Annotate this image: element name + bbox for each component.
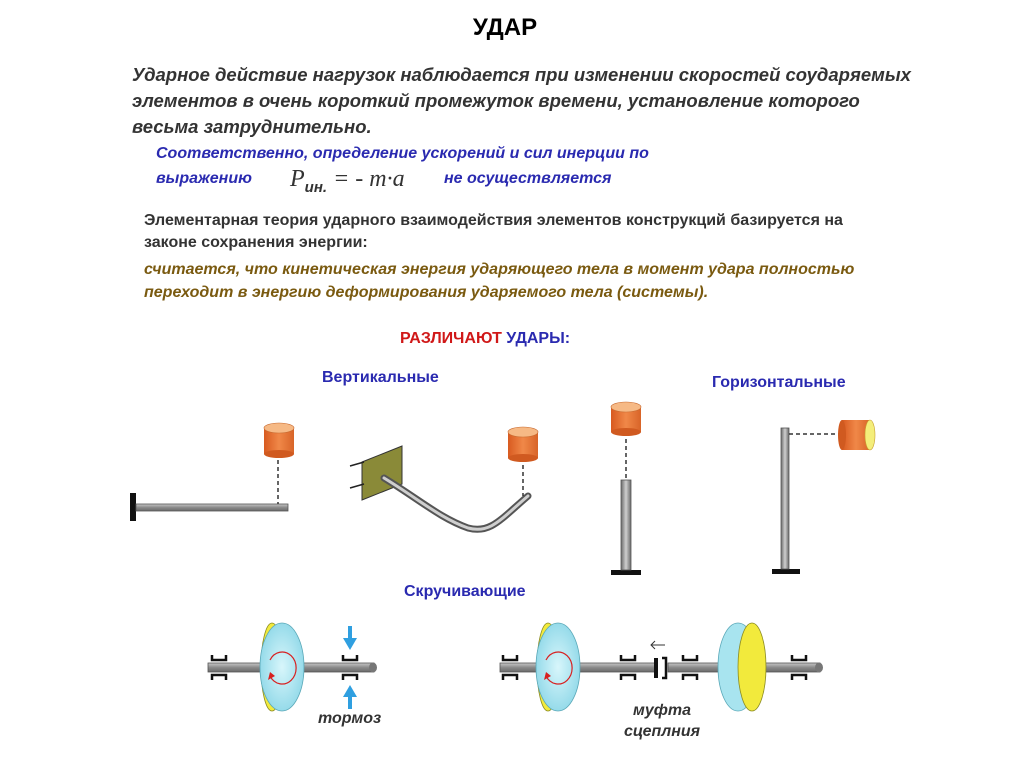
label-clutch-line2: сцеплния — [623, 723, 701, 740]
horizontal-post-diagram — [772, 419, 876, 574]
post — [780, 427, 790, 570]
consequence-prefix: выражению — [156, 170, 252, 187]
clutch-coupling-icon — [654, 656, 668, 680]
bearing-icon — [210, 655, 228, 680]
formula-subscript: ин. — [304, 178, 328, 196]
label-horizontal: Горизонтальные — [712, 374, 846, 391]
flywheel-icon — [259, 622, 305, 712]
inertia-force-formula: Pин. = - m·a — [290, 166, 405, 196]
label-torsional: Скручивающие — [404, 583, 526, 600]
falling-weight-icon — [610, 401, 642, 436]
label-vertical: Вертикальные — [322, 369, 439, 386]
brake-shaft-diagram — [207, 622, 377, 712]
falling-weight-icon — [263, 422, 295, 458]
cantilever-support — [130, 493, 136, 521]
flywheel-icon — [535, 622, 581, 712]
flywheel-icon — [717, 622, 767, 712]
kinds-heading-blue: УДАРЫ — [506, 330, 565, 347]
wall-edge-top — [349, 461, 365, 467]
theory-paragraph: Элементарная теория ударного взаимодейст… — [144, 212, 843, 251]
falling-weight-icon — [507, 426, 539, 462]
brake-arrow-up-icon — [343, 685, 357, 709]
consequence-suffix: не осуществляется — [444, 170, 612, 187]
post-base — [772, 569, 800, 574]
page-title: УДАР — [472, 14, 538, 41]
bearing-icon — [790, 655, 808, 680]
wall-edge-bottom — [349, 483, 365, 489]
formula-rhs: = - m·a — [333, 166, 405, 192]
cantilever-beam — [135, 503, 289, 512]
column-base — [611, 570, 641, 575]
label-clutch-line1: муфта — [632, 702, 691, 719]
kinds-heading-red: РАЗЛИЧАЮТ — [400, 330, 502, 347]
intro-paragraph: Ударное действие нагрузок наблюдается пр… — [132, 64, 911, 137]
bearing-icon — [681, 655, 699, 680]
moving-weight-icon — [838, 419, 876, 451]
column — [620, 479, 632, 571]
consequence-paragraph-line1: Соответственно, определение ускорений и … — [156, 145, 649, 162]
kinds-heading: РАЗЛИЧАЮТ УДАРЫ: — [400, 330, 570, 348]
bearing-icon — [619, 655, 637, 680]
bearing-icon — [501, 655, 519, 680]
kinds-heading-colon: : — [564, 330, 571, 347]
wall-block — [361, 445, 403, 501]
brake-arrow-down-icon — [343, 626, 357, 650]
clutch-shaft-diagram — [499, 622, 823, 712]
column-diagram — [610, 401, 642, 575]
cantilever-beam-diagram — [130, 422, 295, 521]
bearing-icon — [341, 655, 359, 680]
label-brake: тормоз — [318, 710, 382, 727]
bent-bar-diagram — [349, 426, 539, 533]
clutch-direction-arrow-icon — [650, 640, 665, 650]
formula-symbol: P — [290, 166, 305, 192]
energy-assumption-paragraph: считается, что кинетическая энергия удар… — [144, 261, 855, 301]
